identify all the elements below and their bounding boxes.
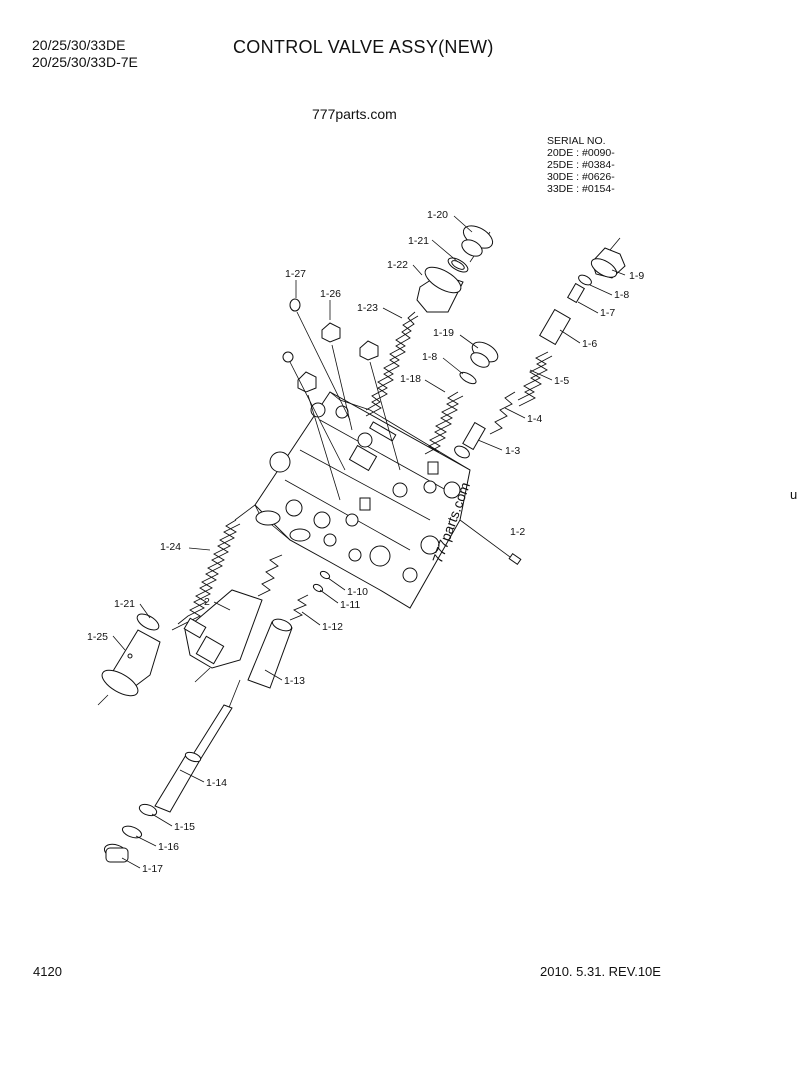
serial-row: 20DE : #0090- xyxy=(547,147,615,159)
watermark-top: 777parts.com xyxy=(312,106,397,122)
callout-1-25: 1-25 xyxy=(87,631,108,643)
callout-1-8: 1-8 xyxy=(614,289,629,301)
pin-1-2 xyxy=(459,519,522,566)
serial-row: 30DE : #0626- xyxy=(547,171,615,183)
page-title: CONTROL VALVE ASSY(NEW) xyxy=(233,37,494,57)
leader-lines xyxy=(112,215,626,869)
upper-spool-group xyxy=(365,225,494,417)
serial-block: SERIAL NO. 20DE : #0090- 25DE : #0384- 3… xyxy=(547,135,615,195)
serial-row: 33DE : #0154- xyxy=(547,183,615,195)
callout-1-18: 1-18 xyxy=(400,373,421,385)
callout-1-13: 1-13 xyxy=(284,675,305,687)
middle-spring-group xyxy=(424,341,499,455)
callout-1-15: 1-15 xyxy=(174,821,195,833)
callout-1-3: 1-3 xyxy=(505,445,520,457)
page-code: 4120 xyxy=(33,964,62,979)
callout-1-6: 1-6 xyxy=(582,338,597,350)
model-line-1: 20/25/30/33DE xyxy=(32,37,126,53)
model-line-2: 20/25/30/33D-7E xyxy=(32,54,138,70)
callout-1-21: 1-21 xyxy=(114,598,135,610)
callout-1-20: 1-20 xyxy=(427,209,448,221)
valve-body xyxy=(254,391,471,609)
serial-row: 25DE : #0384- xyxy=(547,159,615,171)
callout-1-8: 1-8 xyxy=(422,351,437,363)
callout-1-4: 1-4 xyxy=(527,413,542,425)
callout-1-7: 1-7 xyxy=(600,307,615,319)
solenoid-2 xyxy=(183,554,283,683)
stray-character: u xyxy=(790,487,798,502)
callout-1-12: 1-12 xyxy=(322,621,343,633)
callout-1-17: 1-17 xyxy=(142,863,163,875)
callout-1-16: 1-16 xyxy=(158,841,179,853)
callout-1-11: 1-11 xyxy=(340,599,360,611)
callout-2: 2 xyxy=(204,596,210,608)
callout-1-21: 1-21 xyxy=(408,235,429,247)
serial-heading: SERIAL NO. xyxy=(547,135,606,147)
callout-1-2: 1-2 xyxy=(510,526,525,538)
callout-1-5: 1-5 xyxy=(554,375,569,387)
callout-1-22: 1-22 xyxy=(387,259,408,271)
callout-1-9: 1-9 xyxy=(629,270,644,282)
plug-group xyxy=(282,298,401,501)
callout-1-27: 1-27 xyxy=(285,268,306,280)
callout-1-10: 1-10 xyxy=(347,586,368,598)
callout-1-24: 1-24 xyxy=(160,541,181,553)
callout-1-23: 1-23 xyxy=(357,302,378,314)
left-spring-group xyxy=(97,504,256,706)
lower-spool-group xyxy=(103,570,331,863)
callout-1-26: 1-26 xyxy=(320,288,341,300)
right-spool-group xyxy=(454,237,626,459)
callout-1-19: 1-19 xyxy=(433,327,454,339)
revision-date: 2010. 5.31. REV.10E xyxy=(540,964,661,979)
callout-1-14: 1-14 xyxy=(206,777,227,789)
